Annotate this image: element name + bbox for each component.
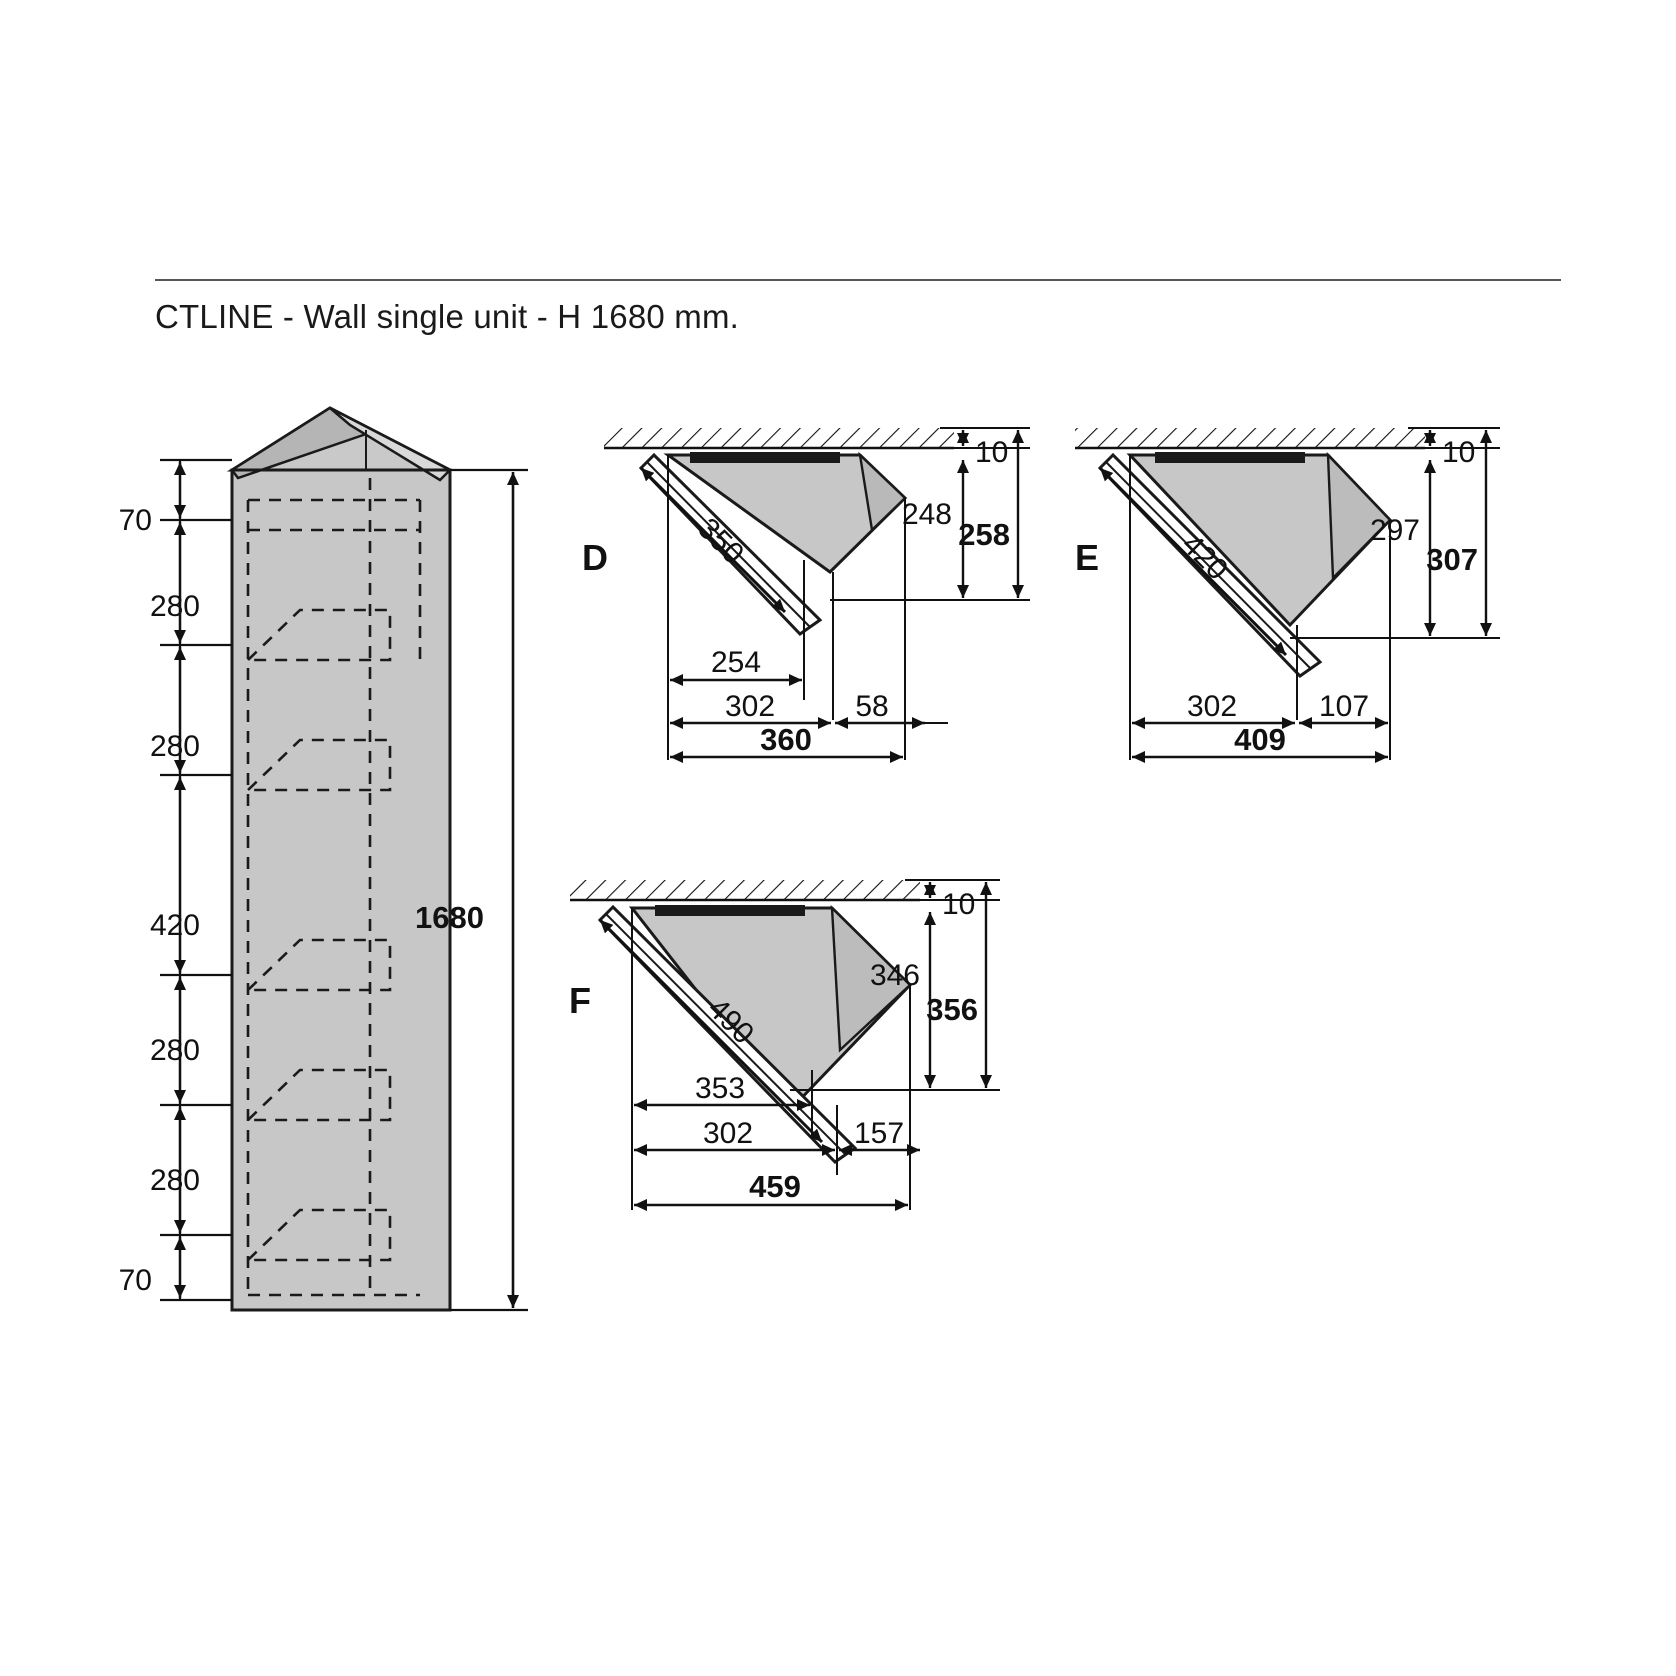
dim-e-width-base: 302 (1187, 690, 1237, 723)
dim-d-top-gap: 10 (975, 436, 1008, 469)
plan-view-d: D 350 (582, 427, 1030, 763)
dim-front-seg-6: 70 (119, 1264, 152, 1297)
depth-dimensions-d: 10 248 258 (830, 427, 1030, 601)
dim-front-seg-4: 280 (150, 1034, 200, 1067)
width-dimensions-d: 254 302 58 360 (667, 455, 948, 763)
dim-e-width-overhang: 107 (1319, 690, 1369, 723)
wall-rail-d (690, 452, 840, 463)
dim-total-height: 1680 (415, 900, 484, 935)
dim-front-seg-1: 280 (150, 590, 200, 623)
depth-dimensions-f: 10 346 356 (790, 879, 1000, 1091)
cabinet-plan-e-side (1326, 451, 1392, 581)
view-label-f: F (569, 980, 591, 1021)
dim-f-width-total: 459 (749, 1169, 801, 1204)
dim-front-seg-0: 70 (119, 504, 152, 537)
dim-front-seg-5: 280 (150, 1164, 200, 1197)
dim-f-depth-total: 356 (926, 992, 978, 1027)
wall-rail-e (1155, 452, 1305, 463)
dim-d-depth-inner: 248 (902, 498, 952, 531)
dim-front-seg-2: 280 (150, 730, 200, 763)
height-dimension-chain: 70 280 280 420 280 280 70 (119, 458, 232, 1302)
plan-view-e: E 420 10 (1075, 427, 1500, 763)
wall-rail-f (655, 905, 805, 916)
header-rule (155, 279, 1561, 281)
dim-e-width-total: 409 (1234, 722, 1286, 757)
door-swing-arrow-d (639, 466, 787, 614)
dim-d-depth-total: 258 (958, 517, 1010, 552)
cabinet-plan-d-side (858, 451, 907, 533)
dim-e-depth-total: 307 (1426, 542, 1478, 577)
dim-f-depth-inner: 346 (870, 959, 920, 992)
cabinet-body (226, 406, 453, 1312)
width-dimensions-e: 302 107 409 (1129, 455, 1391, 763)
depth-dimensions-e: 10 297 307 (1290, 427, 1500, 639)
wall-hatch-f (570, 880, 920, 902)
wall-hatch-d (604, 428, 954, 450)
width-dimensions-f: 353 302 157 459 (631, 908, 920, 1211)
wall-hatch-e (1075, 428, 1425, 450)
overall-height-dimension: 1680 (415, 468, 528, 1312)
dim-d-width-base: 302 (725, 690, 775, 723)
front-elevation-view: 70 280 280 420 280 280 70 1680 (119, 406, 528, 1312)
dim-d-width-total: 360 (760, 722, 812, 757)
dim-e-depth-inner: 297 (1370, 514, 1420, 547)
page-title: CTLINE - Wall single unit - H 1680 mm. (155, 298, 740, 335)
view-label-e: E (1075, 537, 1099, 578)
dim-f-width-inner: 353 (695, 1072, 745, 1105)
cabinet-plan-f-side (830, 904, 912, 1053)
view-label-d: D (582, 537, 608, 578)
dim-d-width-inner: 254 (711, 646, 761, 679)
dim-d-width-overhang: 58 (855, 690, 888, 723)
dim-e-top-gap: 10 (1442, 436, 1475, 469)
hidden-shelf-lines (244, 478, 422, 1297)
dim-f-width-overhang: 157 (854, 1117, 904, 1150)
dim-front-seg-3: 420 (150, 909, 200, 942)
dim-f-top-gap: 10 (942, 888, 975, 921)
dim-f-width-base: 302 (703, 1117, 753, 1150)
plan-view-f: F 490 10 (569, 879, 1000, 1211)
